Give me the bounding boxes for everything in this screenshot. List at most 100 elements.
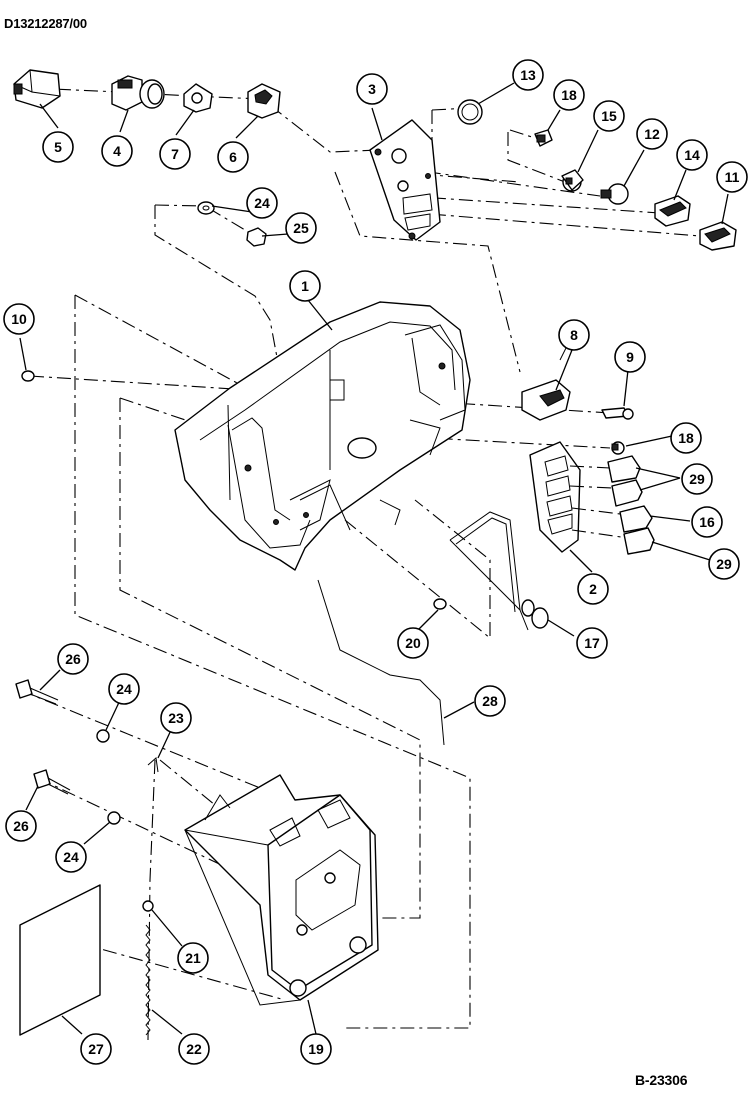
callout-12: 12 — [636, 118, 668, 150]
part-26-bolt-bottom — [33, 769, 71, 795]
part-21-ring — [142, 900, 154, 912]
part-25-nut — [246, 227, 267, 247]
callout-29-a: 29 — [681, 463, 713, 495]
part-8-connector — [521, 339, 571, 421]
callout-label: 12 — [644, 126, 660, 142]
part-1-console-housing — [174, 301, 471, 571]
part-13-ring — [457, 99, 483, 125]
part-29-rocker-b — [611, 479, 643, 507]
part-9-screw — [601, 407, 634, 420]
callout-label: 26 — [65, 651, 81, 667]
part-2-side-panel — [529, 441, 629, 553]
callout-label: 25 — [293, 220, 309, 236]
callout-27: 27 — [80, 1033, 112, 1065]
callout-label: 26 — [13, 818, 29, 834]
callout-label: 24 — [63, 849, 79, 865]
callout-label: 13 — [520, 67, 536, 83]
callout-label: 6 — [229, 149, 237, 165]
part-29-rocker-a — [607, 455, 641, 483]
callout-24-mid: 24 — [108, 673, 140, 705]
callout-26-top: 26 — [57, 643, 89, 675]
callout-label: 1 — [301, 278, 309, 294]
callout-label: 18 — [678, 430, 694, 446]
part-27-decal — [19, 884, 101, 1036]
part-11-rocker — [699, 221, 737, 251]
callout-18-top: 18 — [553, 79, 585, 111]
part-28-harness — [317, 579, 445, 746]
callout-label: 27 — [88, 1041, 104, 1057]
callout-10: 10 — [3, 303, 35, 335]
part-12-lamp — [600, 183, 629, 205]
callout-25: 25 — [285, 212, 317, 244]
callout-label: 18 — [561, 87, 577, 103]
part-4-switch-body — [111, 75, 165, 111]
callout-29-b: 29 — [708, 548, 740, 580]
callout-19: 19 — [300, 1033, 332, 1065]
part-29-rocker-c — [623, 527, 655, 555]
callout-20: 20 — [397, 627, 429, 659]
callout-label: 20 — [405, 635, 421, 651]
callout-7: 7 — [159, 138, 191, 170]
callout-label: 29 — [716, 556, 732, 572]
part-10-nut — [21, 370, 35, 382]
callout-label: 3 — [368, 81, 376, 97]
callout-label: 24 — [254, 195, 270, 211]
document-id: D13212287/00 — [4, 16, 87, 31]
callout-label: 28 — [482, 693, 498, 709]
part-23-clip — [147, 757, 159, 773]
part-16-rocker — [619, 505, 653, 533]
figure-id: B-23306 — [635, 1072, 688, 1088]
callout-5: 5 — [42, 131, 74, 163]
part-14-rocker — [654, 195, 691, 227]
part-18-screw-mid — [611, 441, 625, 455]
part-17-cable-grommet — [449, 511, 549, 631]
assembly-lines — [19, 87, 701, 1041]
callout-6: 6 — [217, 141, 249, 173]
part-18-screw-top — [534, 129, 553, 147]
callout-3: 3 — [356, 73, 388, 105]
part-3-panel — [369, 119, 441, 241]
callout-label: 10 — [11, 311, 27, 327]
part-24-washer-top — [197, 201, 215, 215]
callout-28: 28 — [474, 685, 506, 717]
callout-label: 17 — [584, 635, 600, 651]
callout-label: 21 — [185, 950, 201, 966]
callout-label: 15 — [601, 108, 617, 124]
callout-leaders — [19, 82, 729, 1035]
callout-label: 22 — [186, 1041, 202, 1057]
part-24-washer-bottom — [107, 811, 121, 825]
part-19-lower-cover — [184, 774, 379, 1006]
part-7-plate — [183, 83, 213, 113]
callout-18-mid: 18 — [670, 422, 702, 454]
part-24-washer-mid — [96, 729, 110, 743]
callout-label: 14 — [684, 147, 700, 163]
part-6-bezel — [247, 83, 281, 119]
callout-label: 4 — [113, 143, 121, 159]
callout-15: 15 — [593, 100, 625, 132]
callout-1: 1 — [289, 270, 321, 302]
part-20-washer — [433, 598, 447, 610]
callout-label: 9 — [626, 349, 634, 365]
part-5-cap — [13, 69, 61, 109]
callout-11: 11 — [716, 161, 748, 193]
callout-23: 23 — [160, 702, 192, 734]
callout-4: 4 — [101, 135, 133, 167]
callout-label: 24 — [116, 681, 132, 697]
callout-13: 13 — [512, 59, 544, 91]
part-15-indicator — [561, 169, 584, 192]
callout-22: 22 — [178, 1033, 210, 1065]
callout-2: 2 — [577, 573, 609, 605]
callout-label: 11 — [725, 169, 740, 185]
callout-21: 21 — [177, 942, 209, 974]
callout-26-bottom: 26 — [5, 810, 37, 842]
callout-8: 8 — [558, 319, 590, 351]
callout-label: 16 — [699, 514, 715, 530]
callout-16: 16 — [691, 506, 723, 538]
callout-label: 29 — [689, 471, 705, 487]
callout-label: 5 — [54, 139, 62, 155]
part-26-bolt-top — [15, 679, 59, 705]
callout-24-bottom: 24 — [55, 841, 87, 873]
callout-14: 14 — [676, 139, 708, 171]
callout-label: 23 — [168, 710, 184, 726]
